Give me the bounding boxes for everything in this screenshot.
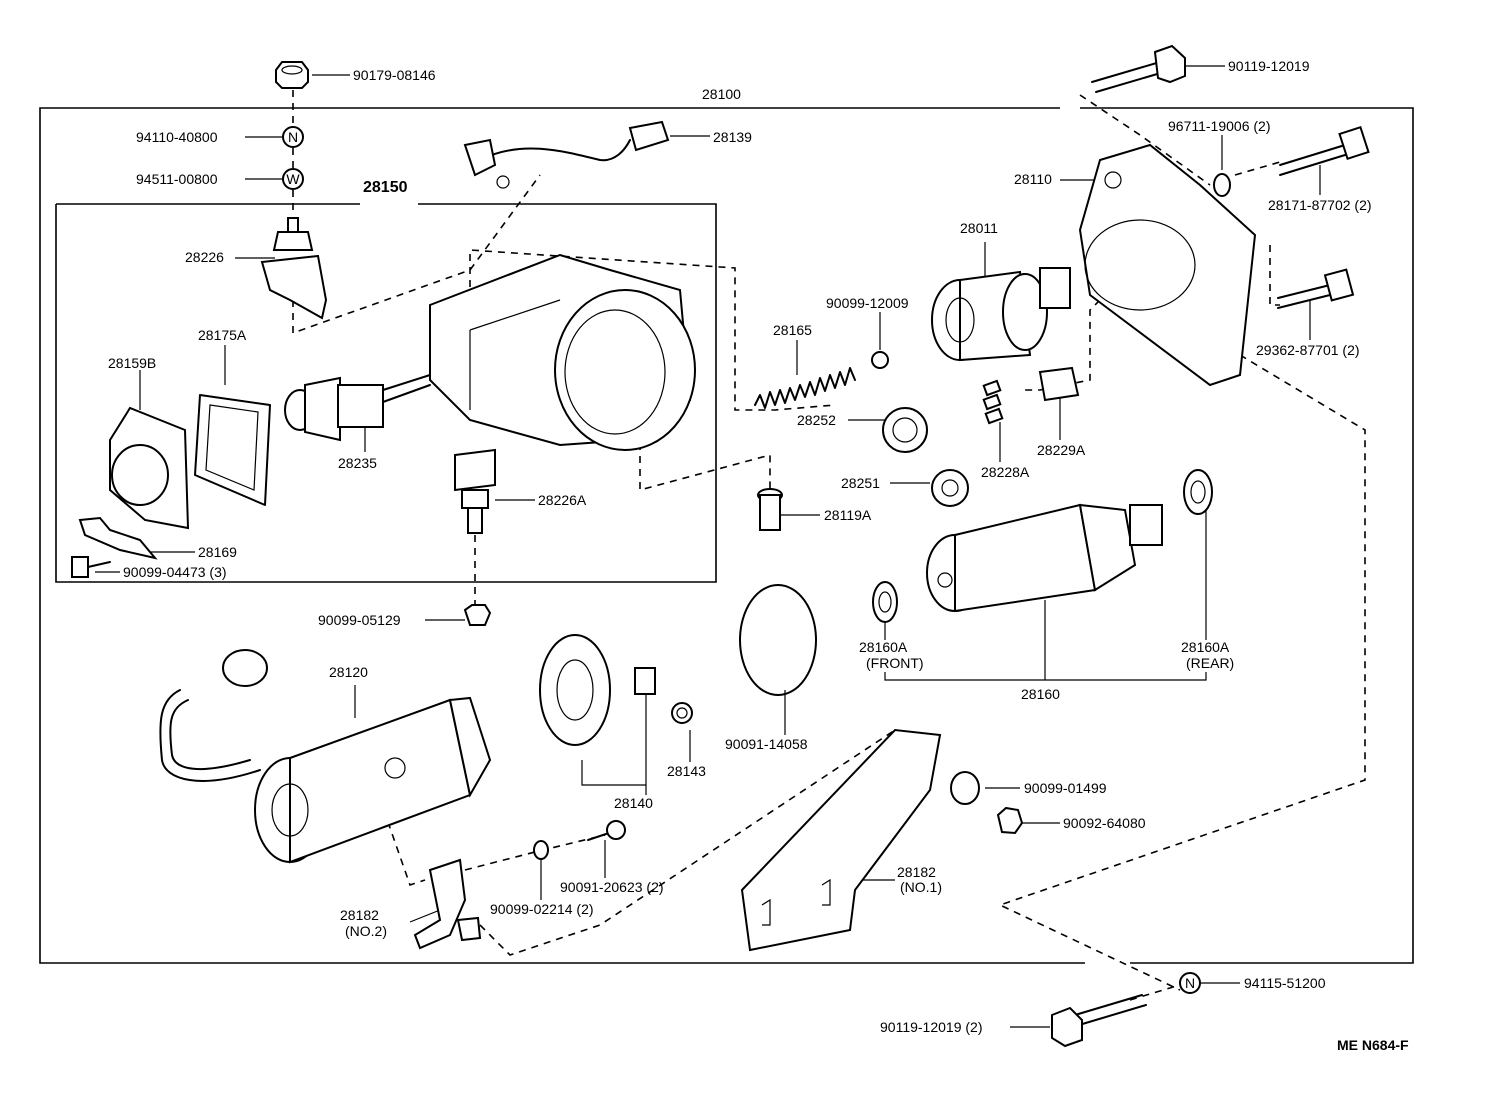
cover-28159B [109, 406, 190, 530]
label-28235: 28235 [338, 455, 377, 471]
brush-holder-28140 [539, 634, 656, 746]
clutch-28011 [931, 267, 1071, 362]
label-28165: 28165 [773, 322, 812, 338]
label-28140: 28140 [614, 795, 653, 811]
label-28182-no1-note: (NO.1) [900, 879, 942, 895]
label-90099-12009: 90099-12009 [826, 295, 909, 311]
label-90092-64080: 90092-64080 [1063, 815, 1146, 831]
bracket-28182-no2 [413, 858, 482, 950]
housing-28110 [1078, 143, 1257, 387]
label-94511-00800: 94511-00800 [136, 171, 218, 187]
label-28252: 28252 [797, 412, 836, 428]
screw-90091-20623 [587, 820, 626, 841]
rollers-28228A [982, 379, 1004, 425]
label-96711-19006: 96711-19006 (2) [1168, 118, 1270, 134]
label-28182-no2-note: (NO.2) [345, 923, 387, 939]
label-28169: 28169 [198, 544, 237, 560]
switch-28226A [454, 448, 496, 534]
bolt-29362-87701 [1277, 268, 1355, 309]
terminal-bolt-28226 [260, 217, 328, 320]
nut-90099-05129 [463, 604, 492, 626]
label-90099-01499: 90099-01499 [1024, 780, 1107, 796]
bolt-90119-12019-top [1091, 44, 1186, 93]
label-28120: 28120 [329, 664, 368, 680]
label-28150: 28150 [363, 179, 408, 196]
nut-symbol-94115: N [1179, 972, 1201, 994]
nut-symbol-94115-text: N [1185, 975, 1195, 991]
gasket-28175A [194, 394, 271, 506]
pin-28119A [757, 488, 783, 531]
label-28110: 28110 [1014, 171, 1052, 187]
label-28100: 28100 [702, 86, 741, 102]
label-28171-87702: 28171-87702 (2) [1268, 197, 1372, 213]
diagram-code: ME N684-F [1337, 1037, 1409, 1053]
label-28143: 28143 [667, 763, 706, 779]
label-28139: 28139 [713, 129, 752, 145]
bolt-90119-12019-bottom [1051, 994, 1147, 1048]
label-28229A: 28229A [1037, 442, 1086, 458]
label-29362-87701: 29362-87701 (2) [1256, 342, 1360, 358]
screw-90099-04473 [71, 556, 111, 578]
label-28182-no2: 28182 [340, 907, 379, 923]
label-28251: 28251 [841, 475, 880, 491]
ball-90099-12009 [871, 351, 889, 369]
washer-90099-01499 [950, 771, 980, 805]
label-28175A: 28175A [198, 327, 247, 343]
label-28160A-front: 28160A [859, 639, 908, 655]
o-ring-90091-14058 [739, 584, 817, 696]
label-28119A: 28119A [824, 507, 872, 523]
label-28160A-rear: 28160A [1181, 639, 1230, 655]
label-90119-12019-top: 90119-12019 [1228, 58, 1310, 74]
label-28159B: 28159B [108, 355, 156, 371]
housing-28150 [429, 253, 696, 451]
nut-90179-08146 [275, 61, 309, 89]
spring-28143 [671, 702, 693, 724]
assembly-dash-lines [292, 90, 1366, 1001]
solenoid-28120 [159, 649, 492, 864]
part-labels: 90179-08146 28100 90119-12019 94110-4080… [108, 58, 1409, 1053]
label-90119-12019-bottom: 90119-12019 (2) [880, 1019, 982, 1035]
leader-lines [95, 65, 1321, 1028]
label-28228A: 28228A [981, 464, 1030, 480]
label-28226A: 28226A [538, 492, 587, 508]
gear-28251 [931, 469, 969, 507]
label-90099-02214: 90099-02214 (2) [490, 901, 594, 917]
label-28226: 28226 [185, 249, 224, 265]
plunger-28235 [284, 374, 431, 442]
label-90091-14058: 90091-14058 [725, 736, 808, 752]
label-90099-04473: 90099-04473 (3) [123, 564, 227, 580]
label-94110-40800: 94110-40800 [136, 129, 218, 145]
sub-assembly-frame-28150 [55, 203, 717, 583]
label-90179-08146: 90179-08146 [353, 67, 436, 83]
lead-wire-28139 [463, 120, 670, 189]
label-28160A-rear-note: (REAR) [1186, 655, 1234, 671]
nut-symbol-text: N [288, 129, 298, 145]
label-28160: 28160 [1021, 686, 1060, 702]
bearing-28160A-front [872, 581, 898, 623]
washer-96711 [1213, 173, 1231, 197]
label-94115-51200: 94115-51200 [1244, 975, 1326, 991]
retainer-28229A [1038, 366, 1080, 402]
bearing-28160A-rear [1183, 469, 1213, 515]
washer-symbol-text: W [286, 171, 300, 187]
bracket-28182-no1 [740, 728, 942, 952]
washer-90099-02214 [533, 840, 549, 860]
nut-symbol-94110: N [282, 126, 304, 148]
label-28011: 28011 [960, 220, 998, 236]
gear-28252 [882, 407, 928, 453]
armature-28160 [926, 503, 1163, 613]
label-90099-05129: 90099-05129 [318, 612, 401, 628]
label-28160A-front-note: (FRONT) [866, 655, 924, 671]
spring-28165 [754, 367, 856, 409]
washer-symbol-94511: W [282, 168, 304, 190]
nut-90092-64080 [996, 806, 1024, 835]
clip-28169 [78, 516, 158, 560]
bolt-28171-87702 [1279, 125, 1370, 176]
label-90091-20623: 90091-20623 (2) [560, 879, 664, 895]
label-28182-no1: 28182 [897, 864, 936, 880]
assembly-frame-28100 [39, 107, 1414, 964]
